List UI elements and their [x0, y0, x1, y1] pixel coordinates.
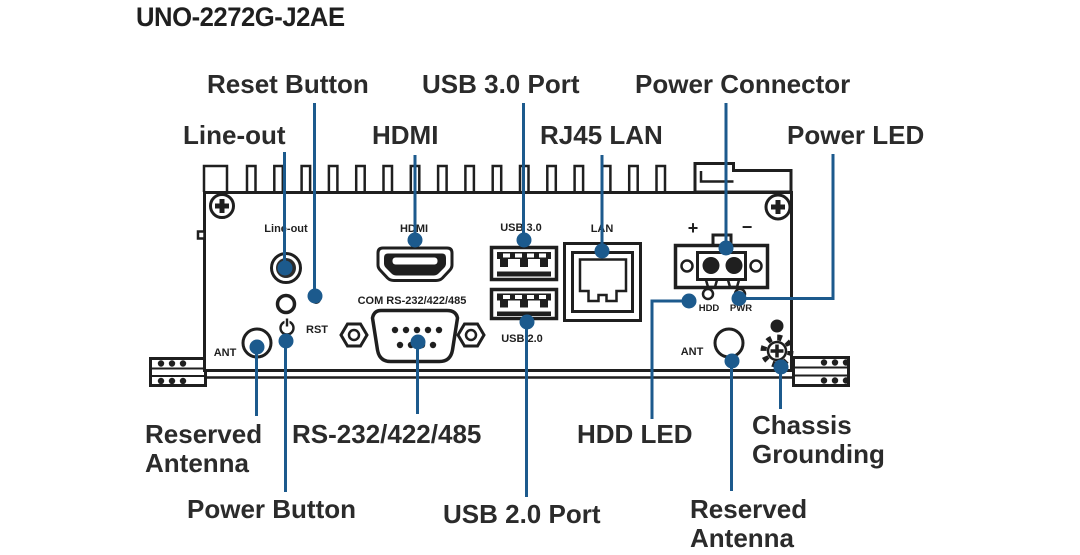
leader-dot-power-connector: [718, 240, 734, 256]
leader-dot-line-out: [277, 260, 293, 276]
leader-lines: [249, 103, 835, 497]
callout-power-led: Power LED: [787, 120, 925, 150]
grounding-screw-icon: [760, 334, 794, 368]
mount-bracket-left: [149, 357, 207, 387]
lan-port: [563, 242, 642, 322]
usb2-port: [489, 287, 559, 321]
leader-dot-reserved-antenna-left: [249, 339, 265, 355]
leader-dot-reset-button: [307, 288, 323, 304]
callout-power-connector: Power Connector: [635, 69, 851, 99]
callout-chassis-grounding: Chassis Grounding: [752, 411, 885, 469]
callout-rj45-lan: RJ45 LAN: [540, 120, 663, 150]
panel-left-notch: [196, 230, 206, 240]
hdmi-port: [376, 246, 454, 282]
leader-dot-rs232: [410, 334, 426, 350]
panel-label-line-out: Line-out: [264, 223, 308, 235]
callout-power-button: Power Button: [187, 494, 356, 524]
leader-dot-power-button: [278, 333, 294, 349]
screw-top-right-icon: [764, 193, 792, 221]
leader-dot-hdd-led: [681, 293, 697, 309]
callout-reset-button: Reset Button: [207, 69, 369, 99]
callout-line: Grounding: [752, 439, 885, 469]
leader-line-hdd-led: [650, 299, 689, 419]
mount-bracket-right: [792, 356, 850, 387]
top-step-hook: [699, 171, 734, 183]
panel-label-ant-left: ANT: [214, 347, 237, 359]
callout-usb3-port: USB 3.0 Port: [422, 69, 580, 99]
top-step: [693, 162, 793, 194]
device-panel: Line-out RST HDMI: [149, 162, 850, 387]
callout-line: Chassis: [752, 410, 852, 440]
panel-label-ant-right: ANT: [681, 346, 704, 358]
antenna-hole-right: [713, 327, 745, 359]
leader-dot-power-led: [731, 291, 747, 306]
screw-top-left-icon: [209, 193, 235, 219]
grounding-rivet: [770, 319, 784, 333]
power-button: [275, 293, 297, 315]
panel-label-com: COM RS-232/422/485: [358, 295, 467, 307]
leader-dot-chassis-grounding: [773, 359, 789, 375]
leader-line-power-led: [739, 154, 835, 300]
leader-dot-usb2-port: [519, 314, 535, 330]
panel-label-usb2: USB 2.0: [501, 333, 543, 345]
leader-dot-rj45-lan: [594, 243, 610, 259]
callout-line-out: Line-out: [183, 120, 286, 150]
callout-line: Reserved: [690, 494, 808, 524]
page-title: UNO-2272G-J2AE: [136, 2, 345, 32]
callout-hdd-led: HDD LED: [577, 419, 693, 449]
callout-reserved-antenna-right: Reserved Antenna: [690, 495, 807, 553]
callout-reserved-antenna-left: Reserved Antenna: [145, 420, 262, 478]
panel-label-usb3: USB 3.0: [500, 222, 542, 234]
heatsink-fins: [202, 164, 667, 192]
leader-dot-hdmi: [407, 232, 423, 248]
hdd-led-hole: [701, 287, 715, 301]
callout-rs232: RS-232/422/485: [292, 419, 482, 449]
panel-label-plus: +: [688, 218, 699, 238]
panel-label-minus: −: [742, 217, 753, 237]
usb3-port: [489, 245, 559, 282]
callout-hdmi: HDMI: [372, 120, 439, 150]
callout-line: Antenna: [690, 523, 794, 553]
callout-usb2-port: USB 2.0 Port: [443, 499, 601, 529]
leader-dot-usb3-port: [516, 232, 532, 248]
leader-dot-reserved-antenna-right: [724, 353, 740, 369]
panel-label-pwr: PWR: [730, 303, 752, 314]
callout-line: Antenna: [145, 448, 249, 478]
power-terminal: [673, 233, 770, 290]
callout-line: Reserved: [145, 419, 263, 449]
panel-label-rst: RST: [306, 324, 328, 336]
panel-label-hdd: HDD: [699, 303, 720, 314]
